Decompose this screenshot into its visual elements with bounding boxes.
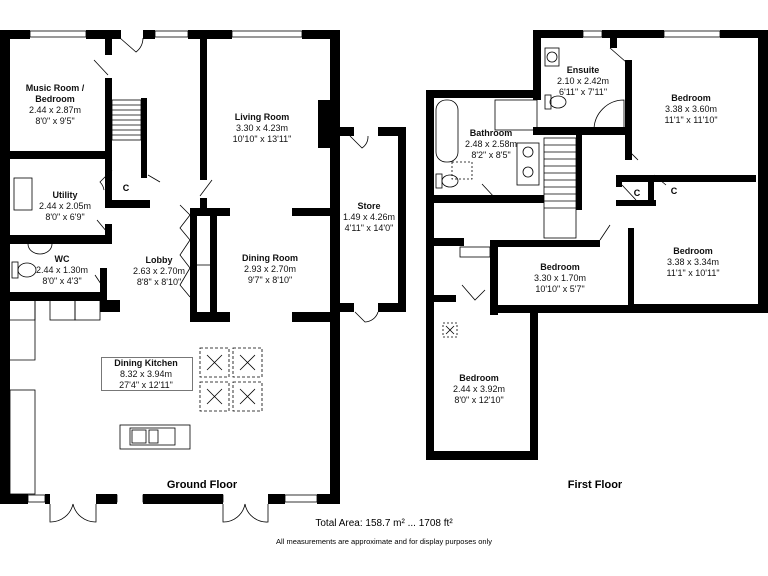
room-label-bedroom-2: Bedroom 3.38 x 3.34m 11'1" x 10'11" [666, 246, 719, 279]
room-name: Dining Kitchen [114, 358, 178, 368]
room-label-living-room: Living Room 3.30 x 4.23m 10'10" x 13'11" [233, 112, 292, 145]
cupboard-label: C [670, 186, 678, 196]
room-imperial: 8'2" x 8'5" [471, 150, 511, 160]
room-imperial: 8'0" x 12'10" [454, 395, 504, 405]
room-imperial: 10'10" x 13'11" [232, 134, 292, 144]
room-imperial: 6'11" x 7'11" [558, 87, 608, 97]
first-floor-fixtures [427, 30, 721, 459]
room-metric: 2.10 x 2.42m [556, 76, 610, 86]
room-label-music-room: Music Room / Bedroom 2.44 x 2.87m 8'0" x… [26, 83, 85, 127]
room-name: Music Room / [25, 83, 85, 93]
kitchen-label-box [101, 357, 193, 391]
room-name: Ensuite [566, 65, 600, 75]
room-metric: 2.63 x 2.70m [132, 266, 186, 276]
room-imperial: 9'7" x 8'10" [247, 275, 293, 285]
room-name: Living Room [234, 112, 290, 122]
room-metric: 8.32 x 3.94m [119, 369, 173, 379]
room-name-line2: Bedroom [35, 94, 75, 104]
room-name: Lobby [145, 255, 173, 265]
room-imperial: 8'0" x 6'9" [45, 212, 85, 222]
room-metric: 2.44 x 2.87m [28, 105, 82, 115]
room-imperial: 8'0" x 9'5" [35, 116, 75, 126]
room-imperial: 11'1" x 11'10" [664, 115, 718, 125]
room-imperial: 8'8" x 8'10" [136, 277, 182, 287]
ground-floor-fixtures [1, 30, 379, 523]
room-metric: 3.38 x 3.60m [664, 104, 718, 114]
room-metric: 1.49 x 4.26m [342, 212, 396, 222]
room-label-store: Store 1.49 x 4.26m 4'11" x 14'0" [343, 201, 395, 234]
disclaimer: All measurements are approximate and for… [276, 537, 492, 546]
room-label-bathroom: Bathroom 2.48 x 2.58m 8'2" x 8'5" [465, 128, 517, 161]
room-label-bedroom-3: Bedroom 3.30 x 1.70m 10'10" x 5'7" [534, 262, 586, 295]
room-name: Dining Room [242, 253, 298, 263]
ground-floor-walls [0, 30, 406, 504]
cupboard-label: C [633, 188, 641, 198]
cupboard-label: C [122, 183, 130, 193]
ground-floor-title: Ground Floor [166, 479, 238, 491]
first-floor-walls [426, 30, 768, 460]
room-name: Store [357, 201, 381, 211]
room-name: Bedroom [673, 246, 713, 256]
room-name: WC [54, 254, 70, 264]
room-metric: 2.44 x 2.05m [38, 201, 92, 211]
room-name: Bedroom [459, 373, 499, 383]
room-imperial: 4'11" x 14'0" [344, 223, 394, 233]
room-label-bedroom-1: Bedroom 3.38 x 3.60m 11'1" x 11'10" [664, 93, 717, 126]
room-metric: 2.44 x 1.30m [35, 265, 89, 275]
room-label-utility: Utility 2.44 x 2.05m 8'0" x 6'9" [39, 190, 91, 223]
room-metric: 3.30 x 1.70m [533, 273, 587, 283]
room-imperial: 8'0" x 4'3" [42, 276, 82, 286]
room-label-lobby: Lobby 2.63 x 2.70m 8'8" x 8'10" [133, 255, 185, 288]
total-area: Total Area: 158.7 m² ... 1708 ft² [315, 518, 453, 529]
room-imperial: 11'1" x 10'11" [666, 268, 720, 278]
room-label-dining-kitchen: Dining Kitchen 8.32 x 3.94m 27'4" x 12'1… [114, 358, 178, 391]
room-metric: 2.93 x 2.70m [243, 264, 297, 274]
room-metric: 2.48 x 2.58m [464, 139, 518, 149]
room-imperial: 27'4" x 12'11" [119, 380, 173, 390]
room-label-wc: WC 2.44 x 1.30m 8'0" x 4'3" [36, 254, 88, 287]
room-label-bedroom-4: Bedroom 2.44 x 3.92m 8'0" x 12'10" [453, 373, 505, 406]
room-metric: 3.30 x 4.23m [235, 123, 289, 133]
room-name: Utility [52, 190, 78, 200]
first-floor-title: First Floor [567, 479, 623, 491]
room-name: Bathroom [469, 128, 513, 138]
room-label-ensuite: Ensuite 2.10 x 2.42m 6'11" x 7'11" [557, 65, 609, 98]
room-name: Bedroom [671, 93, 711, 103]
room-imperial: 10'10" x 5'7" [535, 284, 585, 294]
room-name: Bedroom [540, 262, 580, 272]
room-label-dining-room: Dining Room 2.93 x 2.70m 9'7" x 8'10" [242, 253, 298, 286]
room-metric: 2.44 x 3.92m [452, 384, 506, 394]
room-metric: 3.38 x 3.34m [666, 257, 720, 267]
